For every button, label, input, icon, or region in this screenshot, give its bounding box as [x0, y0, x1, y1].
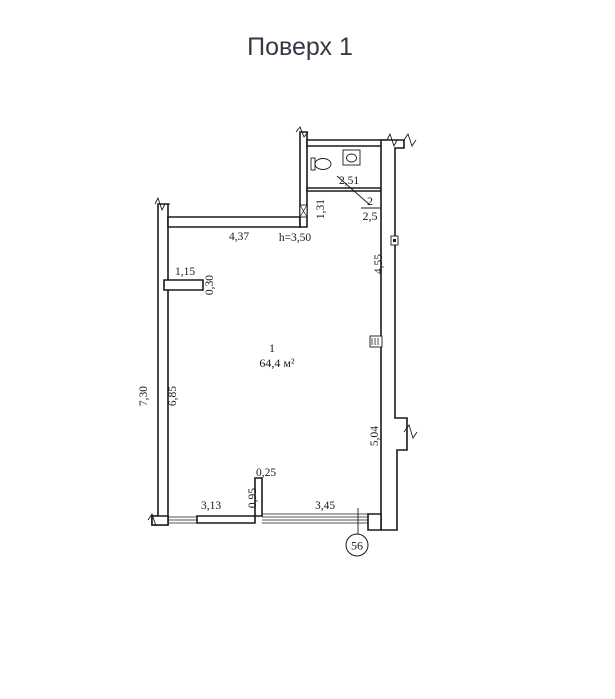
electrical-panel-icon [390, 235, 399, 246]
walls [151, 131, 408, 531]
dim-east-upper: 4,55 [373, 254, 385, 274]
room-1-area: 64,4 м² [259, 356, 295, 370]
toilet-icon [310, 157, 332, 171]
dim-bottom-right: 3,45 [315, 500, 335, 512]
west-wall [151, 203, 169, 526]
dim-pillar-width: 1,15 [175, 266, 195, 278]
dim-bathroom-depth: 1,31 [315, 199, 327, 219]
break-marks [147, 126, 418, 527]
page-title: Поверх 1 [247, 33, 353, 61]
dim-west-outer: 7,30 [138, 386, 150, 406]
building-marker-number: 56 [351, 539, 363, 553]
dim-bathroom-width: 2,51 [339, 175, 359, 187]
dim-pillar-depth: 0,30 [204, 275, 216, 295]
window-right [262, 513, 368, 524]
dim-top-wall-length: 4,37 [229, 231, 249, 243]
dim-stub-width: 0,25 [256, 467, 276, 479]
window-left [168, 516, 197, 524]
bathroom-north-wall [306, 139, 386, 147]
dim-east-lower: 5,04 [369, 426, 381, 446]
dim-stub-depth: 0,95 [247, 488, 259, 508]
pillar [163, 279, 204, 291]
north-wall [167, 216, 301, 228]
dim-ceiling-height: h=3,50 [279, 232, 312, 244]
heater-icon [369, 335, 383, 348]
south-wall-left [151, 515, 169, 526]
dim-west-inner: 6,85 [167, 386, 179, 406]
east-wall [380, 139, 408, 531]
room-2-number: 2 [367, 194, 373, 208]
bathroom-west-wall [299, 131, 308, 228]
vent-duct-icon [299, 204, 308, 218]
room-2-leader [336, 175, 371, 206]
room-1-number: 1 [269, 341, 275, 355]
room-2-area: 2,5 [363, 209, 378, 223]
building-marker: 56 [345, 508, 369, 557]
dim-bottom-left: 3,13 [201, 500, 221, 512]
bathroom-partition [306, 187, 382, 192]
windows [168, 513, 368, 524]
sink-icon [342, 149, 361, 166]
south-wall-right [367, 513, 382, 531]
